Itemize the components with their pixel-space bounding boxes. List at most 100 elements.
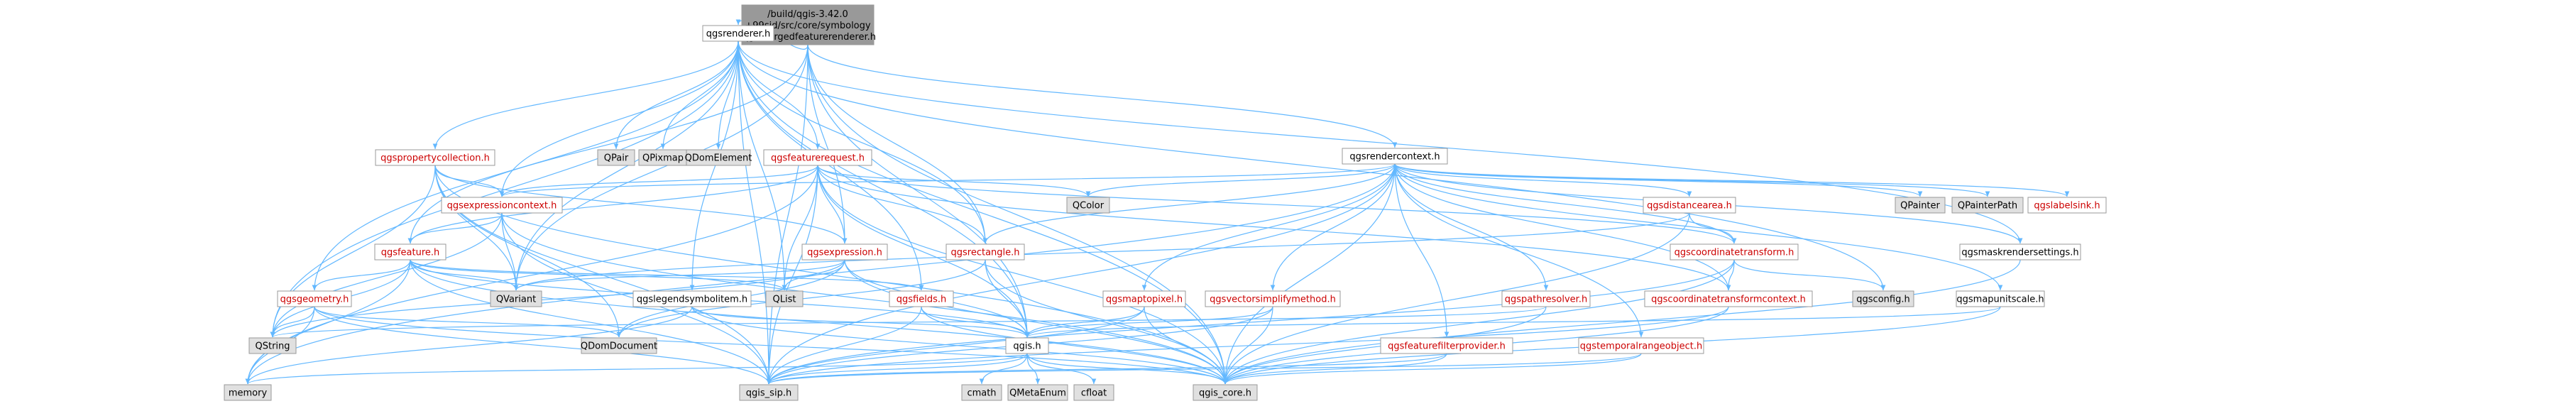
edge-qgsrendercontext-to-qgstemporalrangeobject: [1394, 163, 1644, 338]
edge-qgsmaptopixel-to-qgis_core: [1144, 306, 1228, 385]
node-qgsvectorsimplifymethod[interactable]: qgsvectorsimplifymethod.h: [1205, 290, 1341, 307]
node-qdomelement: QDomElement: [685, 149, 752, 166]
node-qgsdistancearea[interactable]: qgsdistancearea.h: [1643, 197, 1736, 214]
node-qgsfeaturerequest[interactable]: qgsfeaturerequest.h: [763, 149, 872, 166]
edge-root-to-qgsrectangle: [807, 44, 988, 244]
edge-qgsrendercontext-to-qgspathresolver: [1394, 163, 1549, 291]
edge-qgsrendercontext-to-memory: [245, 163, 1396, 385]
node-box-qpainter: [1895, 197, 1946, 214]
node-box-qgsconfig: [1852, 290, 1914, 307]
node-label-qgis_core: qgis_core.h: [1199, 388, 1251, 399]
node-qgsfields[interactable]: qgsfields.h: [889, 290, 954, 307]
node-qgscoordinatetransform[interactable]: qgscoordinatetransform.h: [1670, 243, 1799, 261]
node-qgsrectangle[interactable]: qgsrectangle.h: [946, 243, 1025, 261]
node-label-qdomdocument: QDomDocument: [581, 341, 657, 352]
node-qgsfeature[interactable]: qgsfeature.h: [374, 243, 446, 261]
node-box-qgsgeometry: [277, 290, 352, 307]
edge-qgsgeometry-to-qgis_sip: [314, 306, 772, 385]
edge-qgsrendercontext-to-qgsdistancearea: [1394, 163, 1692, 197]
node-box-qgsrectangle: [946, 243, 1025, 261]
edge-qgsvectorsimplifymethod-to-qgis: [1024, 306, 1273, 338]
node-label-qpair: QPair: [604, 153, 629, 164]
node-label-qgsfields: qgsfields.h: [897, 295, 946, 305]
node-box-qgstemporalrangeobject: [1578, 337, 1704, 354]
edge-qgsrenderer-to-qgis_core: [738, 40, 1228, 385]
edge-qgsrenderer-to-qdomelement: [716, 40, 739, 150]
node-label-qgscoordinatetransform: qgscoordinatetransform.h: [1675, 248, 1794, 258]
edge-root-to-qgsfeature: [407, 44, 809, 244]
node-qgsmaptopixel[interactable]: qgsmaptopixel.h: [1102, 290, 1186, 307]
edge-qgsrendercontext-to-qgsmapunitscale: [1394, 163, 2003, 291]
node-label-qgscoordinatetransformcontext: qgscoordinatetransformcontext.h: [1651, 295, 1806, 305]
node-qgspathresolver[interactable]: qgspathresolver.h: [1501, 290, 1591, 307]
node-label-qgsmapunitscale: qgsmapunitscale.h: [1956, 295, 2044, 305]
node-box-qgspropertycollection: [375, 149, 495, 166]
node-box-cfloat: [1073, 384, 1114, 401]
node-box-qgsfeature: [374, 243, 446, 261]
edge-qgsrenderer-to-qgsmaskrendersettings: [738, 40, 2023, 244]
node-label-qgslabelsink: qgslabelsink.h: [2034, 201, 2100, 212]
node-qgslegendsymbolitem[interactable]: qgslegendsymbolitem.h: [632, 290, 752, 307]
edge-qgsdistancearea-to-qgis_core: [1222, 212, 1690, 385]
edge-qgsrenderer-to-qgsgeometry: [312, 40, 739, 291]
edge-qgsrenderer-to-qgsexpressioncontext: [499, 40, 739, 197]
nodes-layer: /build/qgis-3.42.0 +99sid/src/core/symbo…: [224, 4, 2107, 401]
node-label-qmetaenum: QMetaEnum: [1009, 388, 1066, 399]
node-qgsrenderer[interactable]: qgsrenderer.h: [702, 25, 774, 42]
edge-qgspathresolver-to-qstring: [270, 306, 1547, 338]
edge-qgscoordinatetransformcontext-to-qgis_sip: [766, 306, 1729, 385]
edge-root-to-qvariant: [513, 44, 809, 291]
root-title-line-2: +99sid/src/core/symbology: [745, 21, 871, 31]
node-label-qgsdistancearea: qgsdistancearea.h: [1647, 201, 1732, 212]
node-qgsfeaturefilterprovider[interactable]: qgsfeaturefilterprovider.h: [1380, 337, 1513, 354]
node-label-qgsfeaturefilterprovider: qgsfeaturefilterprovider.h: [1388, 341, 1506, 352]
node-qgsmapunitscale[interactable]: qgsmapunitscale.h: [1956, 290, 2045, 307]
node-box-qgsrendercontext: [1342, 148, 1448, 165]
node-qgsmaskrendersettings[interactable]: qgsmaskrendersettings.h: [1959, 243, 2081, 261]
node-qgstemporalrangeobject[interactable]: qgstemporalrangeobject.h: [1578, 337, 1704, 354]
node-qgis[interactable]: qgis.h: [1005, 337, 1049, 354]
node-qgsgeometry[interactable]: qgsgeometry.h: [277, 290, 352, 307]
edge-qgsrendercontext-to-qcolor: [1085, 163, 1396, 197]
node-qvariant: QVariant: [490, 290, 542, 307]
node-qmetaenum: QMetaEnum: [1007, 384, 1068, 401]
edge-qgis-to-memory: [245, 353, 1028, 385]
edge-qgsfields-to-qgis_core: [921, 306, 1228, 385]
node-qcolor: QColor: [1066, 197, 1110, 214]
edge-qgsexpression-to-qvariant: [513, 259, 845, 291]
edge-qgsfeaturerequest-to-qgsexpression: [817, 165, 848, 244]
node-box-qmetaenum: [1007, 384, 1068, 401]
node-qgscoordinatetransformcontext[interactable]: qgscoordinatetransformcontext.h: [1644, 290, 1813, 307]
node-qgspropertycollection[interactable]: qgspropertycollection.h: [375, 149, 495, 166]
edge-qgspropertycollection-to-qgsexpression: [434, 165, 848, 244]
edge-qgsmaptopixel-to-qgis_sip: [766, 306, 1145, 385]
node-qgsexpressioncontext[interactable]: qgsexpressioncontext.h: [441, 197, 563, 214]
edge-qgsexpression-to-qstring: [270, 259, 845, 338]
node-box-qgsvectorsimplifymethod: [1205, 290, 1341, 307]
node-box-qgscoordinatetransform: [1670, 243, 1799, 261]
node-box-qvariant: [490, 290, 542, 307]
edge-qgsrenderer-to-qgis: [738, 40, 1030, 338]
edge-qgsrendercontext-to-qgsfeaturefilterprovider: [1394, 163, 1449, 338]
node-qgsrendercontext[interactable]: qgsrendercontext.h: [1342, 148, 1448, 165]
node-label-qdomelement: QDomElement: [685, 153, 752, 164]
node-label-qgstemporalrangeobject: qgstemporalrangeobject.h: [1580, 341, 1702, 352]
node-qgsexpression[interactable]: qgsexpression.h: [801, 243, 888, 261]
node-box-qgsexpressioncontext: [441, 197, 563, 214]
node-qgslabelsink[interactable]: qgslabelsink.h: [2027, 197, 2107, 214]
node-qpainterpath: QPainterPath: [1951, 197, 2024, 214]
node-label-qpainter: QPainter: [1900, 201, 1940, 212]
edge-qgsfeature-to-qvariant: [410, 259, 519, 291]
edge-qgsfeaturefilterprovider-to-qgis_core: [1222, 353, 1447, 385]
node-box-qgslegendsymbolitem: [632, 290, 752, 307]
edge-qgscoordinatetransform-to-qgscoordinatetransformcontext: [1726, 259, 1735, 291]
edge-qgsfeaturerequest-to-qgis: [817, 165, 1030, 338]
node-cmath: cmath: [961, 384, 1002, 401]
node-label-qgsfeature: qgsfeature.h: [381, 248, 440, 258]
node-qpainter: QPainter: [1895, 197, 1946, 214]
edge-qgsrenderer-to-qgsconfig: [738, 40, 1886, 291]
edge-qgis-to-qgis_sip: [766, 353, 1028, 385]
edge-qgspropertycollection-to-qgsexpressioncontext: [434, 165, 505, 197]
edge-qgsrenderer-to-qlist: [738, 40, 787, 291]
edge-qgsrenderer-to-qgsfeaturerequest: [738, 40, 821, 150]
